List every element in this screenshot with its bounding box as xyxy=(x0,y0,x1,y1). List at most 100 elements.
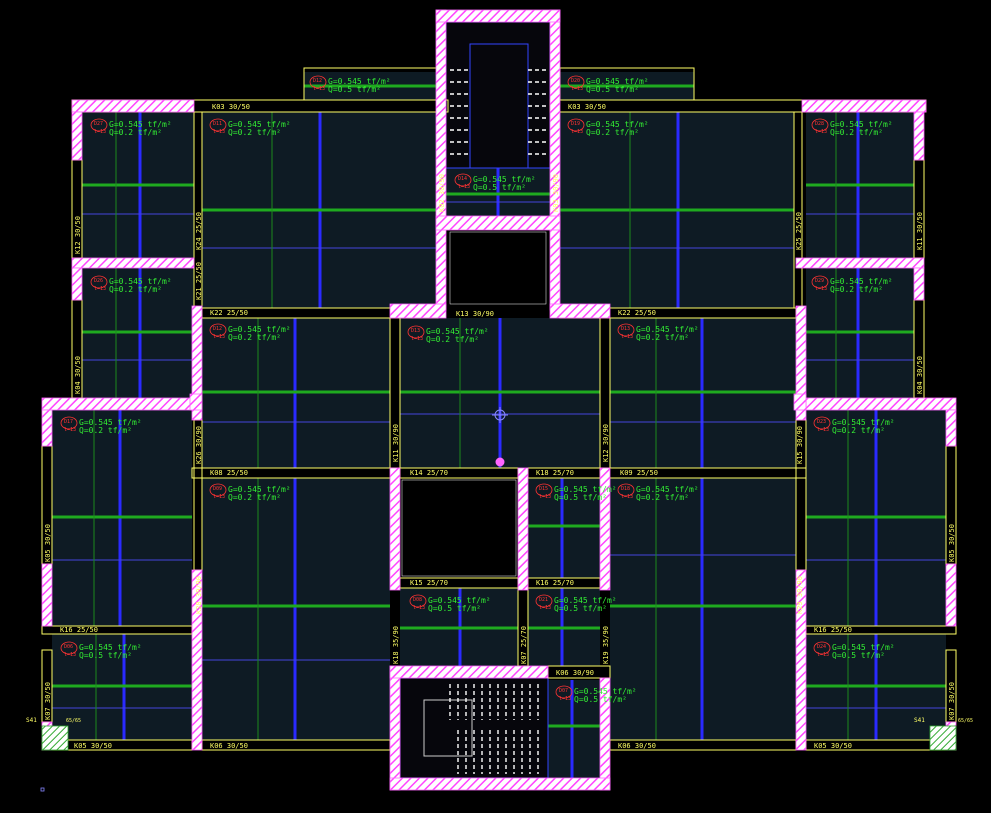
beam-label: K05 30/50 xyxy=(74,742,112,750)
svg-text:G=0.545 tf/m²: G=0.545 tf/m² xyxy=(586,120,649,129)
slab-tag: D17 l=13 G=0.545 tf/m² Q=0.2 tf/m² xyxy=(60,416,142,435)
beam-label: K12 30/50 xyxy=(74,216,82,254)
beam-label: K22 25/50 xyxy=(618,309,656,317)
svg-text:l=13: l=13 xyxy=(94,129,106,135)
beam-label: K26 30/90 xyxy=(195,426,203,464)
svg-text:D13: D13 xyxy=(411,328,420,334)
beam-label: K04 30/50 xyxy=(916,356,924,394)
svg-text:G=0.545 tf/m²: G=0.545 tf/m² xyxy=(832,643,895,652)
beam-label: K04 30/50 xyxy=(74,356,82,394)
beam-label: K03 30/90 xyxy=(552,174,560,212)
svg-text:l=13: l=13 xyxy=(213,334,225,340)
svg-text:G=0.545 tf/m²: G=0.545 tf/m² xyxy=(574,687,637,696)
svg-text:G=0.545 tf/m²: G=0.545 tf/m² xyxy=(554,596,617,605)
svg-text:Q=0.5 tf/m²: Q=0.5 tf/m² xyxy=(328,85,381,94)
beam-label: K25 25/50 xyxy=(795,212,803,250)
svg-text:Q=0.5 tf/m²: Q=0.5 tf/m² xyxy=(473,183,526,192)
svg-text:l=13: l=13 xyxy=(815,129,827,135)
svg-text:Q=0.2 tf/m²: Q=0.2 tf/m² xyxy=(586,128,639,137)
beam-label: K02 30/90 xyxy=(438,174,446,212)
slab-tag: D20 l=13 G=0.545 tf/m² Q=0.5 tf/m² xyxy=(567,75,649,94)
beam-label: K06 30/50 xyxy=(618,742,656,750)
slab-tag: D18 l=13 G=0.545 tf/m² Q=0.2 tf/m² xyxy=(617,483,699,502)
svg-text:Q=0.2 tf/m²: Q=0.2 tf/m² xyxy=(228,128,281,137)
svg-text:G=0.545 tf/m²: G=0.545 tf/m² xyxy=(426,327,489,336)
beam-label: K05 30/50 xyxy=(44,524,52,562)
beam-label: K16 25/50 xyxy=(814,626,852,634)
beam-label: K11 30/90 xyxy=(392,424,400,462)
beam-label: K28 30/90 xyxy=(195,576,203,614)
slab-tag: D12 l=13 G=0.545 tf/m² Q=0.5 tf/m² xyxy=(309,75,391,94)
svg-text:G=0.545 tf/m²: G=0.545 tf/m² xyxy=(79,643,142,652)
svg-text:G=0.545 tf/m²: G=0.545 tf/m² xyxy=(109,277,172,286)
svg-text:l=13: l=13 xyxy=(539,605,551,611)
svg-text:G=0.545 tf/m²: G=0.545 tf/m² xyxy=(586,77,649,86)
slab-tag: D12 l=13 G=0.545 tf/m² Q=0.2 tf/m² xyxy=(209,323,291,342)
beam-label: K13 30/90 xyxy=(456,310,494,318)
svg-text:G=0.545 tf/m²: G=0.545 tf/m² xyxy=(832,418,895,427)
svg-text:Q=0.2 tf/m²: Q=0.2 tf/m² xyxy=(426,335,479,344)
svg-text:D09: D09 xyxy=(213,486,222,492)
svg-text:G=0.545 tf/m²: G=0.545 tf/m² xyxy=(428,596,491,605)
slab-tag: D19 l=13 G=0.545 tf/m² Q=0.2 tf/m² xyxy=(567,118,649,137)
beam-label: K15 30/90 xyxy=(796,426,804,464)
svg-text:l=13: l=13 xyxy=(64,427,76,433)
slab-tag: D11 l=13 G=0.545 tf/m² Q=0.2 tf/m² xyxy=(209,118,291,137)
svg-text:D23: D23 xyxy=(817,419,826,425)
openings xyxy=(401,231,547,577)
svg-text:G=0.545 tf/m²: G=0.545 tf/m² xyxy=(830,277,893,286)
svg-text:Q=0.2 tf/m²: Q=0.2 tf/m² xyxy=(636,333,689,342)
svg-text:D12: D12 xyxy=(213,326,222,332)
svg-text:l=13: l=13 xyxy=(559,696,571,702)
beam-label: K05 30/50 xyxy=(948,524,956,562)
beam-label: K24 25/50 xyxy=(195,212,203,250)
svg-text:D06: D06 xyxy=(64,644,73,650)
svg-text:l=13: l=13 xyxy=(411,336,423,342)
svg-text:Q=0.2 tf/m²: Q=0.2 tf/m² xyxy=(636,493,689,502)
beam-label: K07 25/70 xyxy=(520,626,528,664)
slab-tag: D13 l=13 G=0.545 tf/m² Q=0.2 tf/m² xyxy=(407,325,489,344)
beam-label: K06 30/90 xyxy=(556,669,594,677)
beam-labels: K03 30/50 K03 30/50 K12 30/50 K11 30/50 … xyxy=(44,103,956,750)
svg-text:Q=0.2 tf/m²: Q=0.2 tf/m² xyxy=(228,333,281,342)
beam-label: K22 25/50 xyxy=(210,309,248,317)
svg-text:l=13: l=13 xyxy=(413,605,425,611)
svg-text:D15: D15 xyxy=(539,486,548,492)
svg-text:D26: D26 xyxy=(94,278,103,284)
svg-text:Q=0.5 tf/m²: Q=0.5 tf/m² xyxy=(832,651,885,660)
svg-text:l=13: l=13 xyxy=(64,652,76,658)
svg-text:Q=0.2 tf/m²: Q=0.2 tf/m² xyxy=(109,285,162,294)
svg-text:D07: D07 xyxy=(559,688,568,694)
origin-marker xyxy=(40,787,45,792)
svg-text:D17: D17 xyxy=(64,419,73,425)
slab-tag: D29 l=13 G=0.545 tf/m² Q=0.2 tf/m² xyxy=(811,275,893,294)
svg-text:D18: D18 xyxy=(621,486,630,492)
svg-text:l=13: l=13 xyxy=(817,652,829,658)
beam-label: K06 30/50 xyxy=(210,742,248,750)
distribution-lines xyxy=(52,84,946,780)
svg-text:D20: D20 xyxy=(571,78,580,84)
beam-label: K19 35/90 xyxy=(602,626,610,664)
svg-text:Q=0.5 tf/m²: Q=0.5 tf/m² xyxy=(428,604,481,613)
svg-text:G=0.545 tf/m²: G=0.545 tf/m² xyxy=(228,485,291,494)
column-label: S41 xyxy=(26,717,37,724)
svg-text:Q=0.5 tf/m²: Q=0.5 tf/m² xyxy=(586,85,639,94)
stair-bottom xyxy=(399,677,549,779)
svg-text:D08: D08 xyxy=(413,597,422,603)
svg-text:l=13: l=13 xyxy=(458,184,470,190)
svg-text:D12: D12 xyxy=(313,78,322,84)
svg-text:l=13: l=13 xyxy=(621,334,633,340)
beam-label: K15 25/70 xyxy=(410,579,448,587)
slab-tag: D14 l=13 G=0.545 tf/m² Q=0.5 tf/m² xyxy=(454,173,536,192)
svg-text:D19: D19 xyxy=(571,121,580,127)
beam-label: K18 35/90 xyxy=(392,626,400,664)
beam-label: K12 30/90 xyxy=(602,424,610,462)
svg-text:l=13: l=13 xyxy=(213,494,225,500)
slab-tags: D12 l=13 G=0.545 tf/m² Q=0.5 tf/m² D20 l… xyxy=(60,75,895,704)
center-node xyxy=(492,407,508,467)
svg-text:G=0.545 tf/m²: G=0.545 tf/m² xyxy=(109,120,172,129)
svg-text:Q=0.2 tf/m²: Q=0.2 tf/m² xyxy=(228,493,281,502)
stair-top xyxy=(445,21,551,169)
slab-tag: D23 l=13 G=0.545 tf/m² Q=0.2 tf/m² xyxy=(813,416,895,435)
